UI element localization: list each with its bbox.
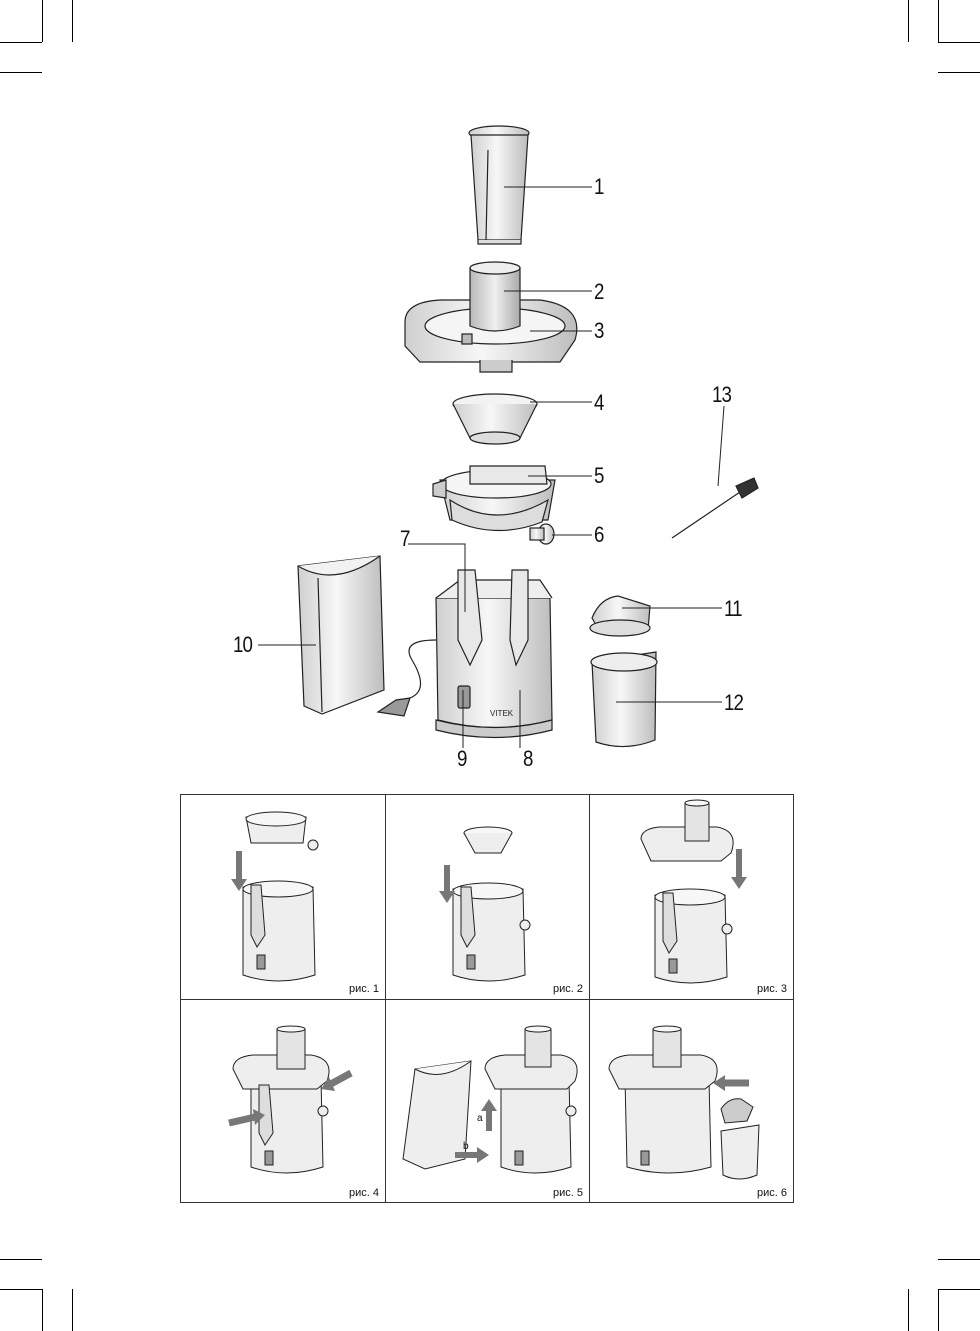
exploded-view-diagram: VITEK [258,125,759,748]
callout-7: 7 [400,526,410,551]
part-filter [452,393,538,445]
step-3-panel: рис. 3 [589,795,793,999]
callout-6: 6 [594,522,604,547]
assembly-steps-grid: рис. 1 рис. 2 [180,794,794,1203]
callout-10: 10 [233,632,253,657]
callout-12: 12 [724,690,744,715]
grid-divider [589,795,590,1202]
step-2-panel: рис. 2 [385,795,589,999]
part-motor-base: VITEK [435,569,553,739]
step-2-caption: рис. 2 [553,983,583,995]
part-juice-jug [297,555,385,715]
step-4-illustration [228,1025,353,1174]
callout-13: 13 [712,382,732,407]
callout-5: 5 [594,463,604,488]
step-6-illustration [608,1025,760,1180]
part-cleaning-brush [671,477,759,539]
step-5-label-a: a [477,1113,483,1124]
part-lid [404,261,578,373]
step-6-panel: рис. 6 [589,999,793,1203]
part-juice-container [590,651,658,748]
leader-lines [258,186,725,748]
callout-8: 8 [523,746,533,771]
step-3-illustration [640,799,747,984]
callout-1: 1 [594,174,604,199]
part-jug-lid [589,595,651,637]
brand-label: VITEK [490,709,514,718]
step-4-panel: рис. 4 [181,999,385,1203]
callout-4: 4 [594,390,604,415]
part-pusher [468,125,530,245]
step-1-caption: рис. 1 [349,983,379,995]
step-2-illustration [439,826,531,982]
callout-9: 9 [457,746,467,771]
step-4-caption: рис. 4 [349,1187,379,1199]
part-spout [529,523,555,545]
step-1-illustration [231,811,319,982]
grid-divider [181,999,793,1000]
step-5-illustration: a b [402,1025,578,1174]
grid-divider [385,795,386,1202]
step-6-caption: рис. 6 [757,1187,787,1199]
step-3-caption: рис. 3 [757,983,787,995]
step-1-panel: рис. 1 [181,795,385,999]
callout-2: 2 [594,279,604,304]
part-pulp-collector [432,465,556,532]
step-5-panel: a b рис. 5 [385,999,589,1203]
step-5-caption: рис. 5 [553,1187,583,1199]
callout-3: 3 [594,318,604,343]
part-power-cord [376,639,437,717]
callout-11: 11 [724,596,743,621]
step-5-label-b: b [463,1141,469,1152]
